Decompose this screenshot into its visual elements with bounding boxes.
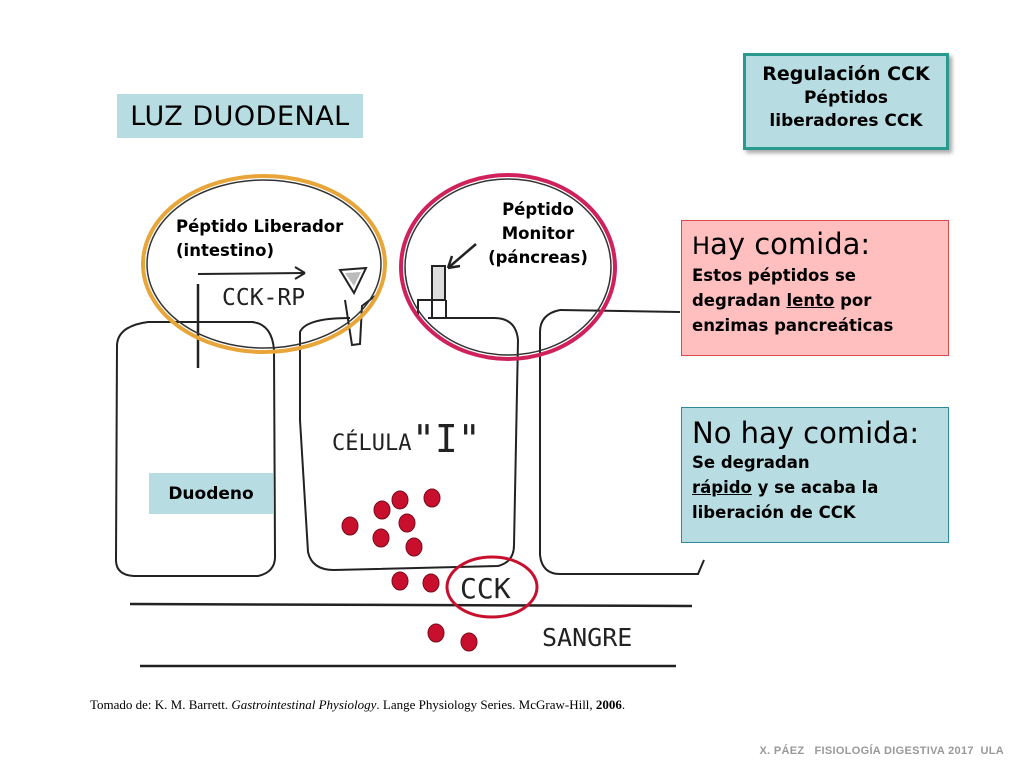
regulacion-title: Regulación CCK bbox=[762, 63, 930, 85]
hay-comida-line2-c: por bbox=[834, 291, 872, 310]
peptido-liberador-label: Péptido Liberador (intestino) bbox=[176, 215, 343, 263]
i-cell-outline bbox=[299, 317, 520, 572]
duodeno-label: Duodeno bbox=[149, 473, 273, 514]
left-cell-outline bbox=[114, 321, 277, 577]
monitor-receptor bbox=[417, 299, 447, 319]
lento-word: lento bbox=[786, 291, 835, 310]
monitor-arrow bbox=[447, 243, 477, 269]
citation-book: Gastrointestinal Physiology bbox=[231, 697, 377, 712]
hay-comida-heading: Hay comida: bbox=[692, 227, 948, 263]
regulacion-line1: Péptidos bbox=[803, 88, 889, 108]
vessel-top-line bbox=[129, 602, 693, 608]
peptido-liberador-line1: Péptido Liberador bbox=[176, 217, 344, 236]
right-cell-outline bbox=[539, 309, 705, 575]
no-hay-comida-line1: Se degradan bbox=[692, 453, 810, 472]
hay-comida-line1: Estos péptidos se bbox=[692, 266, 856, 285]
peptido-monitor-line2: Monitor bbox=[501, 224, 575, 243]
cck-ring bbox=[445, 555, 539, 619]
no-hay-comida-line2: rápido y se acaba la bbox=[692, 475, 948, 500]
regulacion-line2: liberadores CCK bbox=[769, 111, 923, 131]
monitor-ring bbox=[399, 173, 617, 361]
granule bbox=[391, 490, 409, 510]
citation-middle: . Lange Physiology Series. McGraw-Hill, bbox=[376, 697, 596, 712]
citation-end: . bbox=[621, 697, 626, 712]
cck-rp-receptor bbox=[344, 295, 376, 347]
cck-granules bbox=[341, 488, 478, 652]
peptido-monitor-line3: (páncreas) bbox=[488, 248, 588, 267]
granule bbox=[422, 573, 440, 593]
peptido-monitor-label: Péptido Monitor (páncreas) bbox=[468, 198, 608, 270]
cck-rp-arrow-line bbox=[197, 272, 306, 275]
granule bbox=[423, 488, 441, 508]
peptido-monitor-line1: Péptido bbox=[502, 200, 574, 219]
hay-comida-line3: enzimas pancreáticas bbox=[692, 316, 894, 335]
citation-prefix: Tomado de: K. M. Barrett. bbox=[90, 697, 232, 712]
regulacion-cck-box: Regulación CCK Péptidos liberadores CCK bbox=[743, 53, 949, 150]
granule bbox=[372, 528, 390, 548]
liberador-ring-inner bbox=[146, 179, 382, 349]
granule bbox=[341, 516, 359, 536]
sangre-label: SANGRE bbox=[542, 623, 632, 652]
citation-year: 2006 bbox=[595, 697, 622, 712]
hay-comida-box: Hay comida: Estos péptidos se degradan l… bbox=[681, 220, 949, 356]
no-hay-comida-box: No hay comida: Se degradan rápido y se a… bbox=[681, 407, 949, 543]
granule bbox=[398, 513, 416, 533]
granule bbox=[427, 623, 445, 643]
cck-label: CCK bbox=[460, 572, 511, 605]
hay-comida-heading-rest: ay comida: bbox=[710, 227, 871, 261]
hay-comida-heading-first: H bbox=[692, 232, 711, 260]
no-hay-comida-line3: liberación de CCK bbox=[692, 503, 856, 522]
footer-credit: X. PÁEZ FISIOLOGÍA DIGESTIVA 2017 ULA bbox=[759, 745, 1004, 757]
liberador-ring bbox=[141, 174, 387, 354]
hay-comida-line2: degradan lento por bbox=[692, 288, 948, 313]
granule bbox=[460, 632, 478, 652]
triangle-hatch bbox=[345, 272, 361, 286]
no-hay-comida-line2-b: y se acaba la bbox=[751, 478, 879, 497]
celula-label: CÉLULA bbox=[332, 430, 411, 456]
monitor-ring-inner bbox=[404, 178, 612, 356]
monitor-peptide-rect bbox=[431, 265, 446, 301]
granule bbox=[405, 537, 423, 557]
liberador-peptide-triangle bbox=[338, 266, 368, 296]
luz-duodenal-label: LUZ DUODENAL bbox=[117, 94, 363, 138]
granule bbox=[373, 500, 391, 520]
cck-rp-label: CCK-RP bbox=[222, 285, 305, 311]
monitor-arrow-head bbox=[446, 255, 461, 270]
granule bbox=[391, 571, 409, 591]
right-cell-top bbox=[559, 309, 681, 313]
cck-rp-arrow-head bbox=[294, 266, 306, 280]
hay-comida-line2-a: degradan bbox=[692, 291, 787, 310]
citation: Tomado de: K. M. Barrett. Gastrointestin… bbox=[90, 697, 625, 713]
celula-i-label: "I" bbox=[412, 417, 481, 461]
peptido-liberador-line2: (intestino) bbox=[176, 241, 275, 260]
rapido-word: rápido bbox=[692, 478, 752, 497]
no-hay-comida-heading: No hay comida: bbox=[692, 416, 920, 450]
